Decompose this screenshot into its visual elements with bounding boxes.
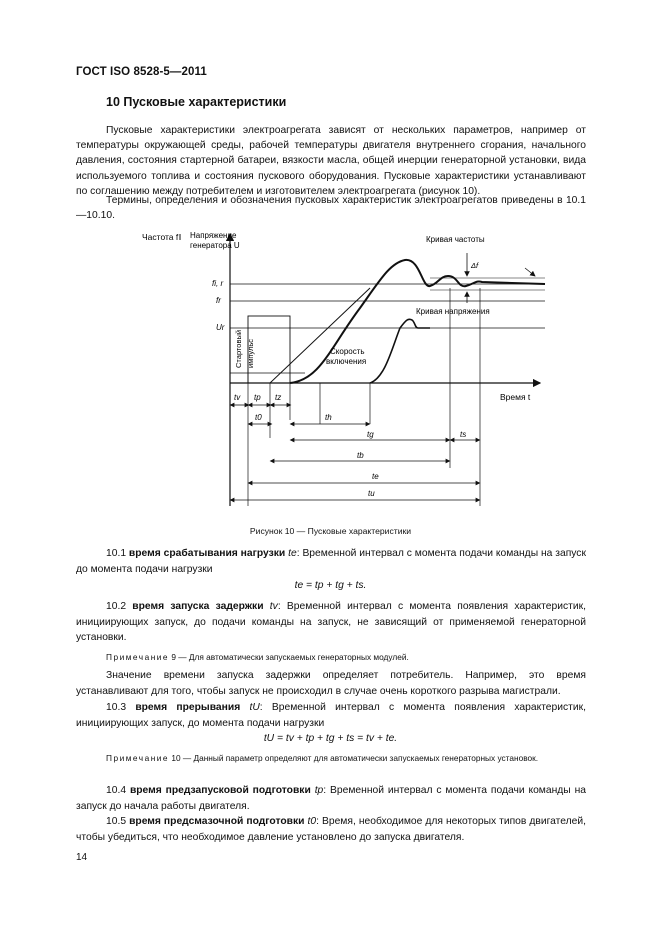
speed-label-1: Скорость — [330, 347, 365, 356]
section-title: 10 Пусковые характеристики — [106, 95, 287, 109]
tv-label: tv — [234, 393, 241, 402]
y-axis-voltage-label-1: Напряжение — [190, 231, 237, 240]
terms-paragraph: Термины, определения и обозначения пуско… — [76, 195, 586, 222]
page-number: 14 — [76, 852, 88, 863]
tz-label: tz — [275, 393, 281, 402]
x-axis-label: Время t — [500, 392, 531, 402]
definition-10-2: 10.2 время запуска задержки tv: Временно… — [76, 601, 586, 644]
label-fr: fr — [216, 296, 221, 305]
note-9-follow: Значение времени запуска задержки опреде… — [76, 670, 586, 697]
definition-10-5: 10.5 время предсмазочной подготовки t0: … — [76, 816, 586, 843]
voltage-curve-label: Кривая напряжения — [416, 307, 490, 316]
starter-label-2: импульс — [246, 339, 255, 368]
voltage-curve — [369, 318, 430, 384]
figure-caption: Рисунок 10 — Пусковые характеристики — [249, 526, 412, 536]
label-ur: Ur — [216, 323, 225, 332]
formula-te: te = tp + tg + ts. — [294, 580, 367, 591]
formula-tu: tU = tv + tp + tg + ts = tv + te. — [263, 733, 398, 744]
definition-10-1: 10.1 время срабатывания нагрузки te: Вре… — [76, 548, 586, 575]
tb-label: tb — [357, 451, 364, 460]
starter-label-1: Стартовый — [234, 330, 243, 368]
tu-label: tu — [368, 489, 375, 498]
startup-diagram: Частота f Напряжение генератора U Время … — [142, 231, 546, 506]
y-axis-voltage-label-2: генератора U — [190, 241, 240, 250]
speed-label-2: включения — [326, 357, 366, 366]
document-header: ГОСТ ISO 8528-5—2011 — [76, 66, 207, 78]
th-label: th — [325, 413, 332, 422]
tg-label: tg — [367, 430, 374, 439]
definition-10-4: 10.4 время предзапусковой подготовки tp:… — [76, 785, 586, 812]
tp-label: tp — [254, 393, 261, 402]
note-9: Примечание 9 — Для автоматически запуска… — [106, 652, 409, 662]
t0-label: t0 — [255, 413, 262, 422]
frequency-curve — [289, 259, 546, 384]
freq-curve-label: Кривая частоты — [426, 235, 485, 244]
delta-f-label: Δf — [470, 261, 479, 270]
te-label: te — [372, 472, 379, 481]
intro-paragraph: Пусковые характеристики электроагрегата … — [76, 125, 586, 197]
definition-10-3: 10.3 время прерывания tU: Временной инте… — [76, 702, 586, 729]
label-fir: fi, r — [212, 279, 223, 288]
ts-label: ts — [460, 430, 466, 439]
y-axis-freq-label: Частота f — [142, 232, 179, 242]
note-10: Примечание 10 — Данный параметр определя… — [106, 753, 539, 763]
